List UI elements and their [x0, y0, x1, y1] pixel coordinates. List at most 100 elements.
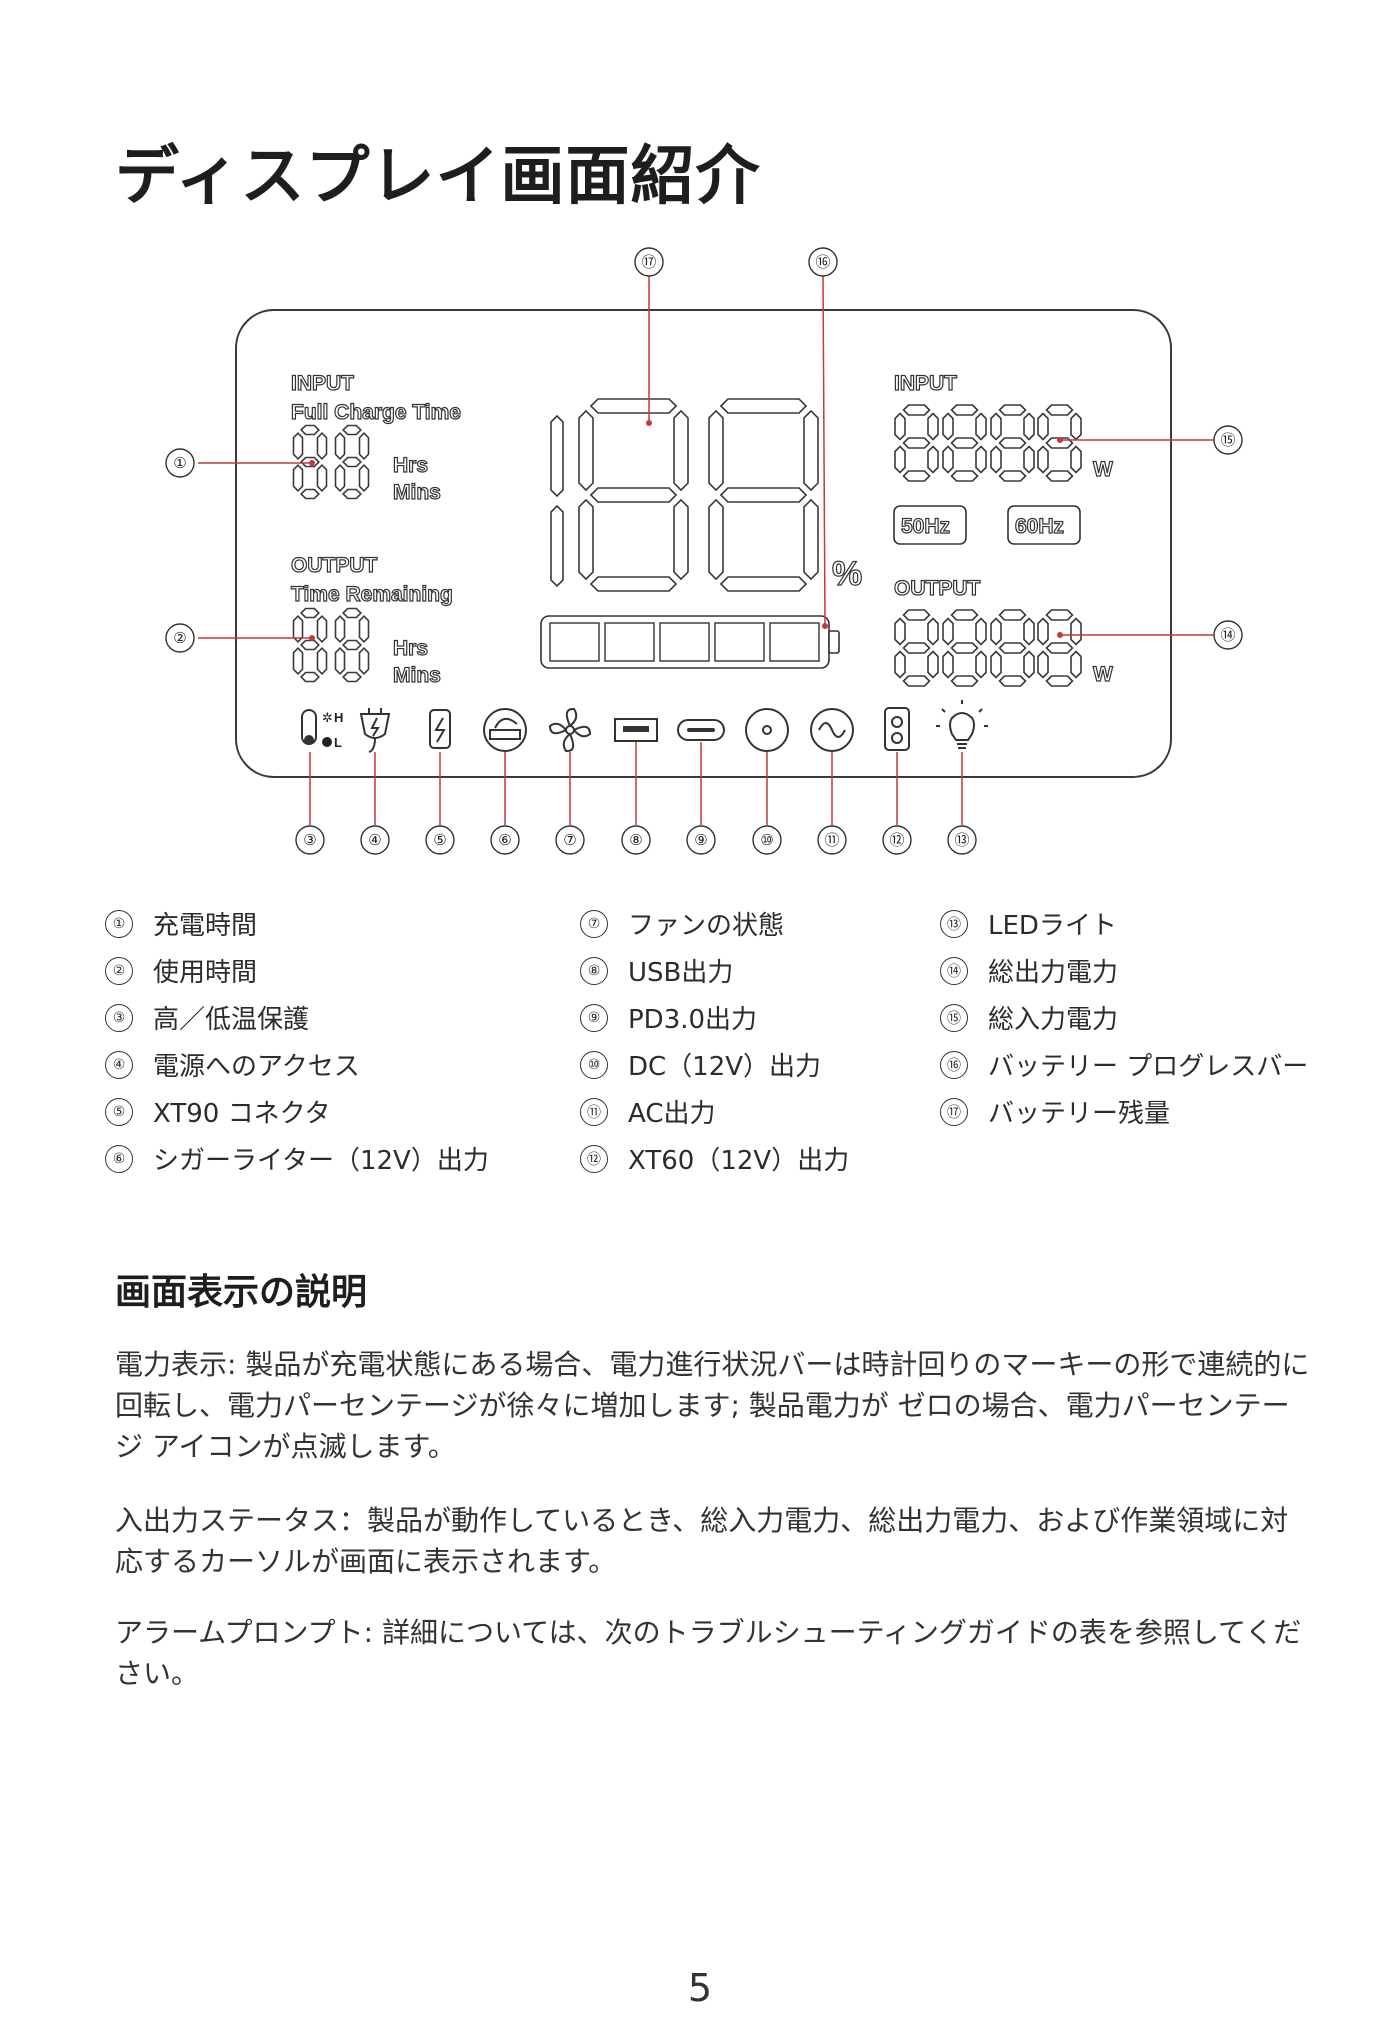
digit-segment [550, 414, 564, 498]
digit-segment [342, 456, 362, 468]
legend-number: ⑫ [580, 1144, 608, 1173]
hz60-badge [1007, 505, 1081, 545]
digit-segment [950, 675, 979, 687]
digit-segment [1023, 617, 1035, 646]
digit-segment [550, 504, 564, 588]
digit-segment [950, 470, 979, 482]
digit-segment [589, 487, 678, 503]
digit-segment [334, 464, 346, 492]
callout-9: ⑨ [686, 825, 716, 855]
paragraph-power-display: 電力表示: 製品が充電状態にある場合、電力進行状況バーは時計回りのマーキーの形で… [115, 1348, 1310, 1463]
svg-text:⑬: ⑬ [954, 831, 969, 849]
paragraph-io-status: 入出力ステータス：製品が動作しているとき、総入力電力、総出力電力、および作業領域… [115, 1504, 1289, 1578]
cigarette-lighter-icon [483, 708, 527, 752]
digit-segment [673, 409, 689, 492]
digit-segment [1070, 445, 1082, 474]
digit-segment [316, 464, 328, 492]
digit-segment [1070, 617, 1082, 646]
legend-number: ⑥ [105, 1144, 133, 1173]
digit-segment [902, 675, 931, 687]
legend-label: シガーライター（12V）出力 [153, 1146, 489, 1176]
digit-segment [998, 470, 1027, 482]
svg-text:⑧: ⑧ [629, 831, 642, 849]
digit-segment [342, 424, 362, 436]
svg-text:⑤: ⑤ [433, 831, 446, 849]
digit-segment [950, 642, 979, 654]
digit-segment [292, 647, 304, 675]
power-plug-icon [359, 708, 391, 753]
svg-text:①: ① [173, 454, 186, 472]
digit-segment [950, 404, 979, 416]
temperature-icon: ✲ H L [301, 709, 343, 750]
digit-segment [990, 650, 1002, 679]
legend-number: ⑯ [940, 1050, 968, 1079]
battery-cells [549, 622, 820, 662]
digit-segment [902, 437, 931, 449]
digit-segment [950, 437, 979, 449]
legend-number: ⑧ [580, 956, 608, 985]
callout-5: ⑤ [425, 825, 455, 855]
digit-segment [990, 617, 1002, 646]
digit-segment [1037, 650, 1049, 679]
callout-lines [198, 273, 1214, 825]
digit-segment [578, 409, 594, 492]
digit-segment [894, 445, 906, 474]
callout-12: ⑫ [882, 825, 912, 855]
legend-number: ⑮ [940, 1003, 968, 1032]
digit-segment [1037, 617, 1049, 646]
ac-output-icon [810, 708, 854, 752]
digit-segment [990, 412, 1002, 441]
digit-segment [719, 487, 808, 503]
paragraph-alarm-prompt: アラームプロンプト: 詳細については、次のトラブルシューティングガイドの表を参照… [115, 1616, 1302, 1690]
digit-segment [927, 445, 939, 474]
digit-segment [334, 647, 346, 675]
digit-segment [803, 498, 819, 581]
callout-1: ① [165, 448, 195, 478]
digit-segment [1070, 650, 1082, 679]
digit-segment [358, 464, 370, 492]
output-label: OUTPUT [291, 554, 378, 577]
callout-4: ④ [360, 825, 390, 855]
digit-segment [589, 576, 678, 592]
usb-c-port-icon [677, 719, 725, 741]
mins-label-1: Mins [393, 481, 441, 504]
digit-segment [1023, 650, 1035, 679]
digit-segment [902, 609, 931, 621]
full-charge-time-label: Full Charge Time [291, 401, 461, 424]
svg-text:⑪: ⑪ [824, 831, 839, 849]
fan-icon [548, 707, 592, 753]
digit-segment [1045, 675, 1074, 687]
legend-number: ③ [105, 1003, 133, 1032]
page-number: 5 [687, 1966, 713, 2010]
digit-segment [990, 445, 1002, 474]
digit-segment [950, 609, 979, 621]
display-diagram: INPUT Full Charge Time Hrs Mins OUTPUT T… [165, 247, 1243, 855]
digit-segment [1037, 412, 1049, 441]
section-title: 画面表示の説明 [115, 1272, 368, 1313]
svg-text:⑭: ⑭ [1220, 626, 1235, 644]
callout-11: ⑪ [817, 825, 847, 855]
callout-15: ⑮ [1213, 425, 1243, 455]
xt60-connector-icon [884, 707, 910, 751]
legend-label: 総出力電力 [988, 958, 1119, 988]
digit-segment [975, 445, 987, 474]
digit-segment [1045, 404, 1074, 416]
digit-segment [292, 464, 304, 492]
digit-segment [942, 412, 954, 441]
legend-label: DC（12V）出力 [628, 1052, 822, 1082]
digit-segment [578, 498, 594, 581]
digit-segment [292, 432, 304, 460]
digit-segment [589, 398, 678, 414]
svg-text:⑨: ⑨ [694, 831, 707, 849]
input-label: INPUT [291, 372, 354, 395]
digit-segment [927, 617, 939, 646]
callout-13: ⑬ [947, 825, 977, 855]
